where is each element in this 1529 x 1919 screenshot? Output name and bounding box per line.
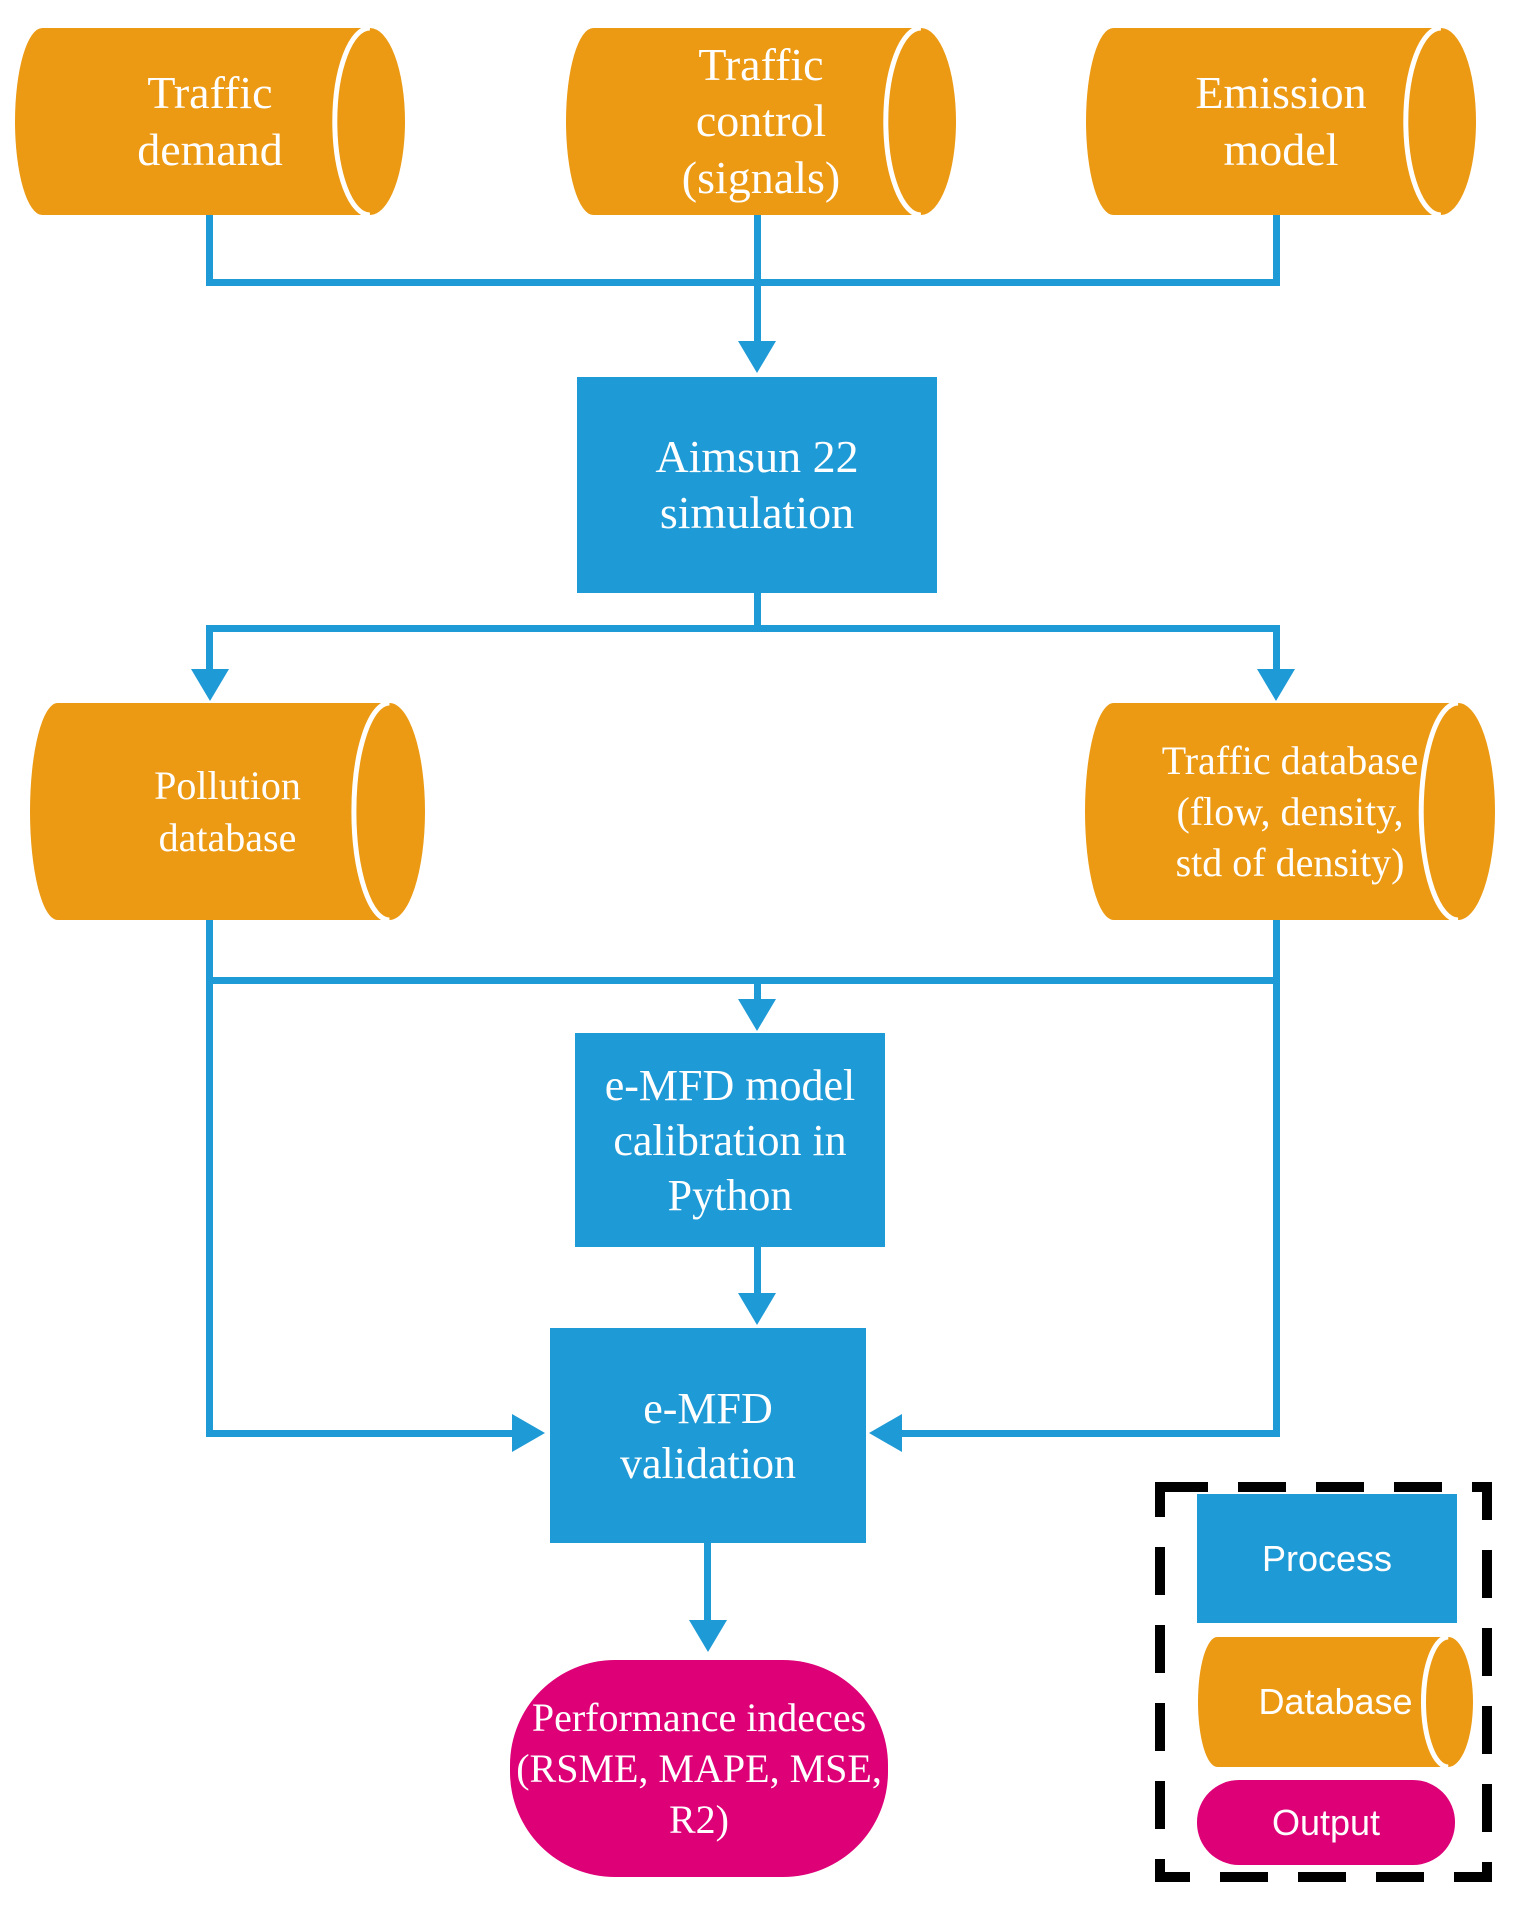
connector-into-calibration <box>754 984 761 1002</box>
arrowhead-into-validation-left <box>512 1414 545 1452</box>
connector-calibration-bus <box>206 977 1280 984</box>
connector-into-pollution-db <box>206 632 213 672</box>
cylinder-shape <box>30 703 425 920</box>
cylinder-shape <box>1086 28 1476 215</box>
node-pollution-database: Pollution database <box>30 703 425 920</box>
node-traffic-demand: Traffic demand <box>15 28 405 215</box>
cylinder-shape <box>566 28 956 215</box>
legend-item-output: Output <box>1197 1780 1455 1865</box>
node-label: Aimsun 22 simulation <box>655 430 859 538</box>
node-emission-model: Emission model <box>1086 28 1476 215</box>
cylinder-shape <box>1085 703 1495 920</box>
arrowhead-into-validation-right <box>869 1414 902 1452</box>
connector-traffic-db-down <box>1273 920 1280 1437</box>
arrowhead-into-pollution-db <box>191 669 229 701</box>
connector-aimsun-out <box>754 593 761 632</box>
legend-label: Output <box>1271 1801 1381 1843</box>
connector-mid-bus <box>206 625 1280 632</box>
connector-emission-model-down <box>1273 215 1280 286</box>
connector-into-traffic-db <box>1273 632 1280 672</box>
node-traffic-control: Traffic control (signals) <box>566 28 956 215</box>
arrowhead-into-aimsun <box>738 341 776 373</box>
node-label: Pollution database <box>154 763 301 860</box>
connector-pollution-db-down <box>206 920 213 1437</box>
node-performance-indeces: Performance indeces (RSME, MAPE, MSE, R2… <box>510 1660 888 1877</box>
connector-top-bus <box>206 279 1280 286</box>
node-label: e-MFD model calibration in Python <box>604 1060 856 1220</box>
arrowhead-into-performance <box>689 1620 727 1652</box>
node-label: e-MFD validation <box>620 1383 796 1488</box>
legend-item-database: Database <box>1198 1637 1473 1767</box>
node-aimsun-simulation: Aimsun 22 simulation <box>577 377 937 593</box>
connector-validation-left <box>206 1430 513 1437</box>
arrowhead-into-calibration <box>738 999 776 1031</box>
node-traffic-database: Traffic database (flow, density, std of … <box>1085 703 1495 920</box>
node-emfd-calibration: e-MFD model calibration in Python <box>575 1033 885 1247</box>
node-label: Performance indeces (RSME, MAPE, MSE, R2… <box>516 1694 882 1843</box>
legend-item-process: Process <box>1197 1494 1457 1623</box>
legend-label: Process <box>1261 1537 1393 1579</box>
arrowhead-into-traffic-db <box>1257 669 1295 701</box>
node-emfd-validation: e-MFD validation <box>550 1328 866 1543</box>
cylinder-shape <box>1198 1637 1473 1767</box>
node-label: Traffic demand <box>137 67 283 175</box>
node-label: Traffic control (signals) <box>681 39 841 203</box>
connector-calibration-out <box>754 1247 761 1295</box>
connector-traffic-demand-down <box>206 215 213 286</box>
arrowhead-into-validation-top <box>738 1293 776 1325</box>
node-label: Emission model <box>1195 67 1367 175</box>
connector-validation-out <box>704 1543 711 1622</box>
cylinder-shape <box>15 28 405 215</box>
legend-border <box>1155 1482 1492 1882</box>
node-label: Traffic database (flow, density, std of … <box>1161 737 1419 886</box>
connector-validation-right <box>902 1430 1280 1437</box>
legend-label: Database <box>1258 1681 1413 1722</box>
